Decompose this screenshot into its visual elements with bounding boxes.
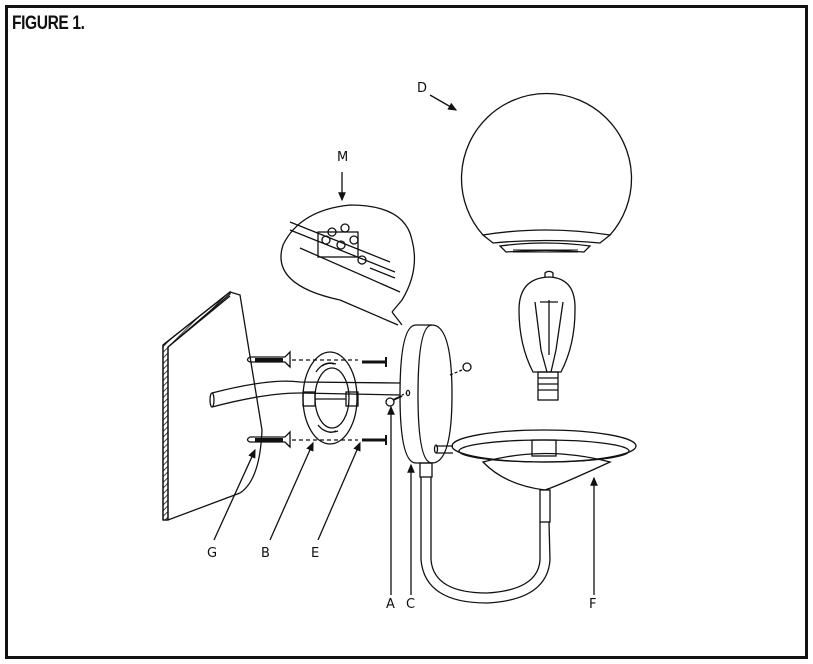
- set-screw-icon: [385, 389, 411, 407]
- wall-icon: [162, 290, 263, 521]
- callout-a-label: A: [386, 597, 395, 612]
- wall-anchor-top-icon: [246, 350, 358, 369]
- callout-f-label: F: [589, 597, 597, 612]
- callout-d-leader: [429, 94, 458, 111]
- callout-e-leader: [317, 441, 361, 541]
- callout-d-label: D: [417, 81, 428, 96]
- wire-icon: [209, 380, 401, 408]
- edison-bulb-icon: [518, 270, 576, 401]
- screw-bottom-icon: [362, 435, 387, 445]
- figure-title: FIGURE 1.: [12, 13, 85, 34]
- shade-holder-icon: [451, 429, 637, 491]
- callout-e-label: E: [311, 546, 320, 561]
- callout-g-label: G: [207, 546, 218, 561]
- callout-b-leader: [269, 441, 314, 541]
- wall-anchor-bottom-icon: [246, 430, 358, 449]
- arm-icon: [419, 444, 551, 604]
- callout-b-label: B: [261, 546, 270, 561]
- mounting-plate-icon: [302, 351, 359, 445]
- glass-globe-icon: [460, 92, 633, 253]
- figure-frame: [5, 5, 808, 659]
- wire-connector-detail-icon: [280, 204, 416, 326]
- callout-m-label: M: [337, 150, 349, 165]
- canopy-icon: [399, 324, 472, 464]
- callout-g-leader: [213, 448, 256, 541]
- callout-c-label: C: [406, 597, 416, 612]
- screw-top-icon: [362, 357, 387, 367]
